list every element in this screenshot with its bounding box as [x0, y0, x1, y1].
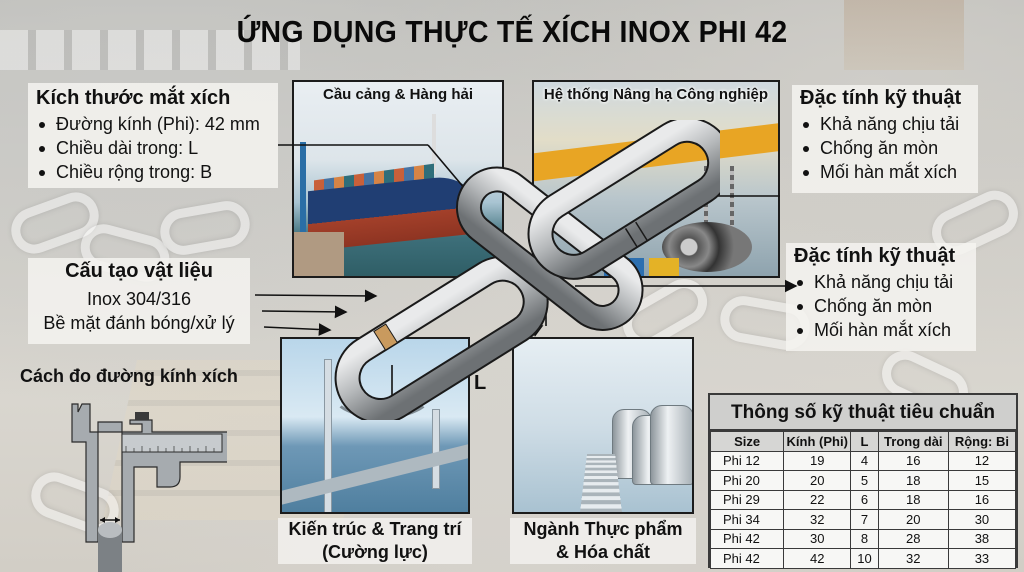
material-line: Bề mặt đánh bóng/xử lý [43, 313, 235, 333]
table-cell: 18 [877, 489, 949, 510]
architecture-caption: Kiến trúc & Trang trí (Cường lực) [278, 518, 472, 564]
dock-shape [294, 232, 344, 276]
table-cell: 20 [783, 470, 852, 491]
dimension-l-label: L [474, 372, 487, 394]
table-cell: 10 [850, 548, 879, 569]
page-title: ỨNG DỤNG THỰC TẾ XÍCH INOX PHI 42 [236, 14, 788, 49]
machine-shape [604, 258, 644, 276]
technical-feature-item: Chống ăn mòn [794, 294, 968, 318]
lifting-chain-shape [730, 166, 734, 226]
link-size-list: Đường kính (Phi): 42 mm Chiều dài trong:… [36, 112, 270, 184]
link-size-item: Đường kính (Phi): 42 mm [36, 112, 270, 136]
material-heading: Cấu tạo vật liệu [65, 260, 213, 282]
background-rack [844, 0, 964, 70]
measure-label: Cách đo đường kính xích [20, 366, 238, 386]
technical-features-panel-mid: Đặc tính kỹ thuật Khả năng chịu tải Chốn… [786, 243, 976, 351]
link-size-item: Chiều rộng trong: B [36, 160, 270, 184]
technical-feature-item: Mối hàn mắt xích [794, 318, 968, 342]
table-cell: 16 [947, 489, 1017, 510]
spec-table-grid: Size Kính (Phi) L Trong dài Rộng: Bi Phi… [709, 431, 1017, 569]
column-header: L [850, 431, 879, 452]
table-cell: 22 [783, 489, 852, 510]
bridge-tower-shape [432, 409, 440, 489]
bridge-cable-shape [328, 359, 436, 419]
table-header-row: Size Kính (Phi) L Trong dài Rộng: Bi [709, 431, 1017, 452]
spec-table: Thông số kỹ thuật tiêu chuẩn Size Kính (… [708, 393, 1018, 569]
material-line: Inox 304/316 [86, 289, 192, 309]
column-header: Rộng: Bi [947, 431, 1017, 452]
technical-feature-item: Mối hàn mắt xích [800, 160, 970, 184]
link-size-heading: Kích thước mắt xích [36, 87, 231, 109]
technical-features-heading: Đặc tính kỹ thuật [794, 245, 956, 267]
table-row: Phi 20 20 5 18 15 [709, 470, 1017, 491]
architecture-bridge-photo [280, 337, 470, 514]
table-cell: 15 [947, 470, 1017, 491]
background-chain-loop [156, 197, 254, 259]
crane-beam-shape [534, 122, 778, 182]
technical-features-list: Khả năng chịu tải Chống ăn mòn Mối hàn m… [800, 112, 970, 184]
table-cell: 20 [877, 509, 949, 530]
table-cell: 30 [947, 509, 1017, 530]
table-row: Phi 42 42 10 32 33 [709, 548, 1017, 569]
vernier-caliper-icon [71, 403, 227, 572]
steel-tank-shape [650, 405, 692, 485]
table-cell: Phi 34 [709, 509, 785, 530]
architecture-caption-line: (Cường lực) [322, 542, 428, 562]
food-chemical-caption-line: & Hóa chất [555, 542, 651, 562]
table-cell: 32 [877, 548, 949, 569]
technical-feature-item: Chống ăn mòn [800, 136, 970, 160]
lifting-chain-shape [704, 166, 708, 226]
technical-feature-item: Khả năng chịu tải [800, 112, 970, 136]
technical-features-heading: Đặc tính kỹ thuật [800, 87, 962, 109]
architecture-caption-line: Kiến trúc & Trang trí [288, 519, 462, 539]
table-cell: 6 [850, 489, 879, 510]
table-cell: Phi 42 [709, 528, 785, 549]
spec-table-title: Thông số kỹ thuật tiêu chuẩn [710, 395, 1016, 431]
table-cell: 30 [783, 528, 852, 549]
material-panel: Cấu tạo vật liệu Inox 304/316 Bề mặt đán… [28, 258, 250, 344]
table-cell: 32 [783, 509, 852, 530]
crane-shape [300, 142, 306, 242]
port-maritime-photo: Cầu cảng & Hàng hải [292, 80, 504, 278]
table-row: Phi 34 32 7 20 30 [709, 509, 1017, 530]
column-header: Trong dài [877, 431, 949, 452]
industrial-lifting-photo: Hệ thống Nâng hạ Công nghiệp [532, 80, 780, 278]
link-size-panel: Kích thước mắt xích Đường kính (Phi): 42… [28, 83, 278, 188]
conveyor-shape [579, 453, 623, 512]
column-header: Kính (Phi) [783, 431, 852, 452]
table-cell: Phi 42 [709, 548, 785, 569]
table-cell: 16 [877, 450, 949, 471]
table-cell: 28 [877, 528, 949, 549]
table-cell: 18 [877, 470, 949, 491]
bridge-deck-shape [282, 443, 468, 505]
table-cell: 4 [850, 450, 879, 471]
table-row: Phi 42 30 8 28 38 [709, 528, 1017, 549]
table-cell: 19 [783, 450, 852, 471]
port-maritime-caption: Cầu cảng & Hàng hải [322, 86, 474, 103]
food-chemical-caption-line: Ngành Thực phẩm [523, 519, 683, 539]
table-cell: Phi 20 [709, 470, 785, 491]
table-row: Phi 12 19 4 16 12 [709, 450, 1017, 471]
table-cell: Phi 12 [709, 450, 785, 471]
technical-features-panel-top: Đặc tính kỹ thuật Khả năng chịu tải Chốn… [792, 85, 978, 193]
ship-mast-shape [432, 114, 436, 174]
background-shelf [0, 30, 300, 70]
link-size-item: Chiều dài trong: L [36, 136, 270, 160]
table-cell: 8 [850, 528, 879, 549]
column-header: Size [709, 431, 785, 452]
table-cell: 33 [947, 548, 1017, 569]
table-row: Phi 29 22 6 18 16 [709, 489, 1017, 510]
technical-features-list: Khả năng chịu tải Chống ăn mòn Mối hàn m… [794, 270, 968, 342]
table-cell: 12 [947, 450, 1017, 471]
table-cell: 38 [947, 528, 1017, 549]
food-chemical-caption: Ngành Thực phẩm & Hóa chất [510, 518, 696, 564]
industrial-lifting-caption: Hệ thống Nâng hạ Công nghiệp [543, 86, 769, 103]
table-cell: 7 [850, 509, 879, 530]
technical-feature-item: Khả năng chịu tải [794, 270, 968, 294]
table-cell: 5 [850, 470, 879, 491]
machine-shape [649, 258, 679, 276]
table-cell: Phi 29 [709, 489, 785, 510]
table-cell: 42 [783, 548, 852, 569]
food-chemical-photo [512, 337, 694, 514]
